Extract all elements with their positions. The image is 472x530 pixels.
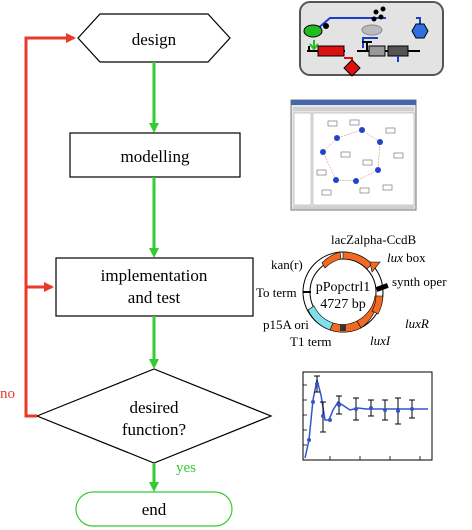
modelling-label: modelling [121, 147, 190, 166]
label-luxR: luxR [405, 316, 429, 331]
design-label: design [132, 30, 177, 49]
modelling-software-screenshot [290, 99, 417, 211]
plasmid-size: 4727 bp [320, 297, 366, 312]
modelling-node [69, 132, 241, 178]
label-kan: kan(r) [271, 257, 303, 272]
label-p15a-ori: p15A ori [263, 317, 309, 332]
implementation-label-line2: and test [128, 288, 181, 307]
label-lux-box: lux box [387, 250, 426, 265]
decision-label-line2: function? [122, 420, 186, 439]
decision-node [35, 368, 273, 464]
end-label: end [142, 500, 167, 519]
label-luxI: luxI [370, 333, 391, 348]
label-lacz: lacZalpha-CcdB [331, 232, 417, 247]
design-circuit-illustration [299, 1, 444, 77]
end-node [75, 491, 233, 527]
no-label: no [0, 386, 15, 402]
implementation-label-line1: implementation [101, 266, 208, 285]
plasmid-name: pPopctrl1 [316, 280, 370, 295]
result-plot [302, 371, 433, 461]
yes-label: yes [176, 460, 196, 476]
decision-label-line1: desired [129, 398, 179, 417]
label-synth-oper: synth oper [392, 274, 447, 289]
plasmid-map: pPopctrl1 4727 bp lacZalpha-CcdB kan(r) … [256, 232, 447, 349]
no-loop-line [24, 33, 76, 418]
label-t1-term: T1 term [290, 334, 332, 349]
design-node [77, 13, 231, 63]
label-to-term: To term [256, 285, 297, 300]
